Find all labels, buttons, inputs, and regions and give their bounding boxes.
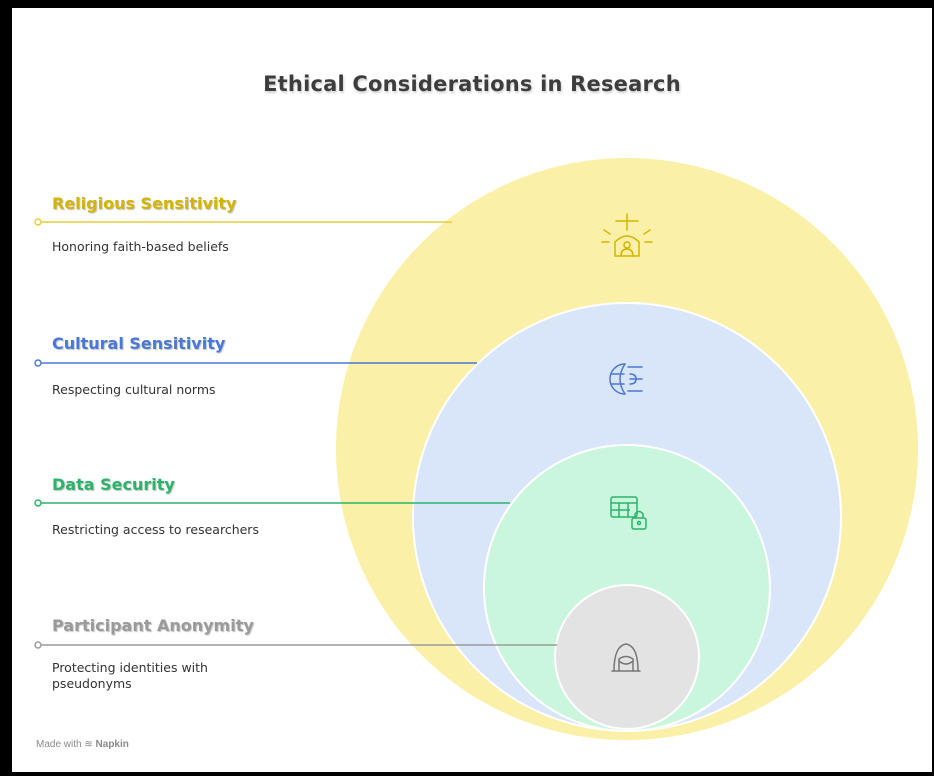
leader-dot-anonymity [34, 641, 42, 649]
layer-title-data-security: Data Security [52, 475, 175, 494]
leader-dot-religious [34, 218, 42, 226]
layer-title-religious: Religious Sensitivity [52, 194, 237, 213]
leader-dot-cultural [34, 359, 42, 367]
nested-circles-diagram [34, 156, 920, 742]
footer-prefix: Made with [36, 739, 82, 750]
layer-title-cultural: Cultural Sensitivity [52, 334, 226, 353]
masked-person-icon [611, 643, 641, 672]
layer-description-data-security: Restricting access to researchers [52, 522, 259, 537]
napkin-logo-icon: ≋ [84, 739, 93, 750]
layer-description-religious: Honoring faith-based beliefs [52, 239, 229, 254]
table-lock-icon [610, 496, 647, 530]
layer-title-anonymity: Participant Anonymity [52, 616, 254, 635]
footer-credit: Made with ≋ Napkin [36, 739, 129, 750]
page-title: Ethical Considerations in Research [263, 72, 681, 96]
globe-icon [609, 363, 643, 395]
footer-brand: Napkin [95, 739, 129, 750]
layer-description-cultural: Respecting cultural norms [52, 382, 216, 397]
layer-description-anonymity: Protecting identities with pseudonyms [52, 660, 208, 691]
religious-figure-icon [601, 213, 653, 257]
leader-dot-data [34, 499, 42, 507]
diagram-canvas: Ethical Considerations in Research [12, 8, 932, 772]
